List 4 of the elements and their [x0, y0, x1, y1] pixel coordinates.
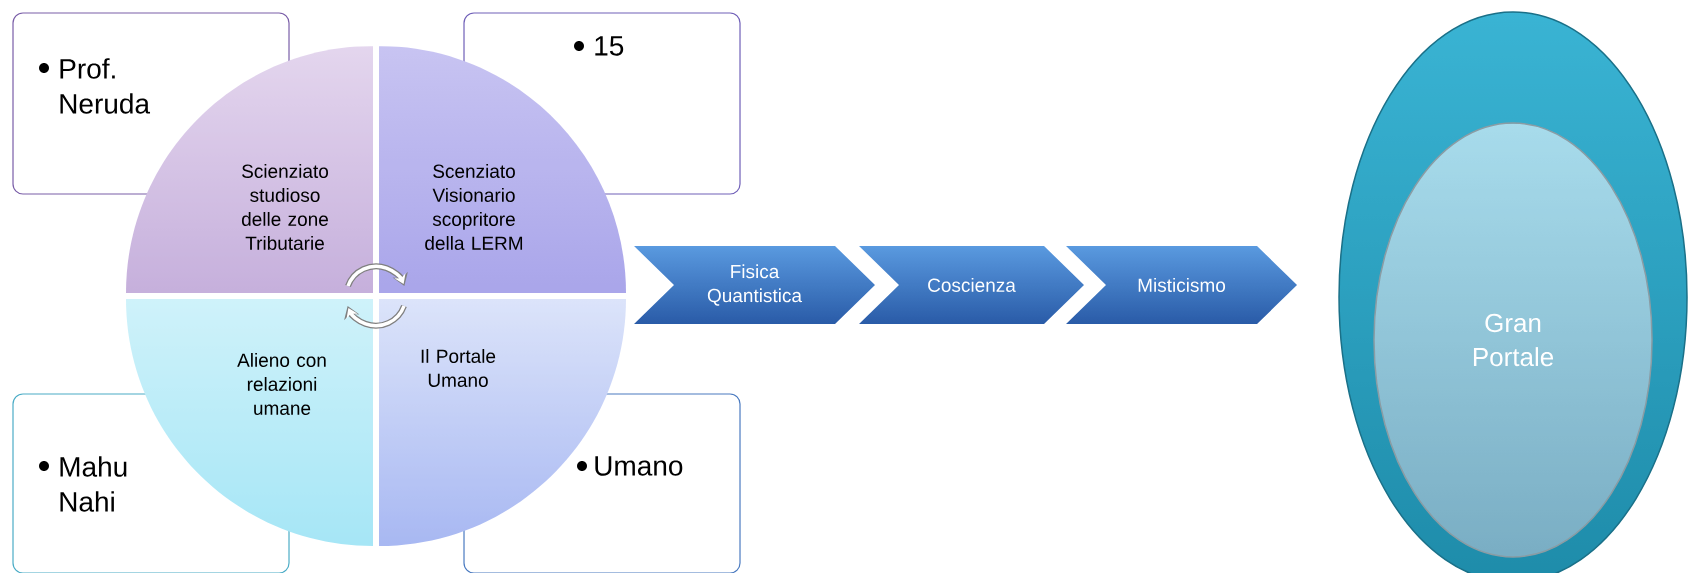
- chevron: Misticismo: [1138, 278, 1226, 292]
- chevron: Coscienza: [928, 278, 1016, 292]
- circle-quadrant: Il Portale Umano: [421, 349, 496, 387]
- chevron: Fisica Quantistica: [707, 264, 803, 306]
